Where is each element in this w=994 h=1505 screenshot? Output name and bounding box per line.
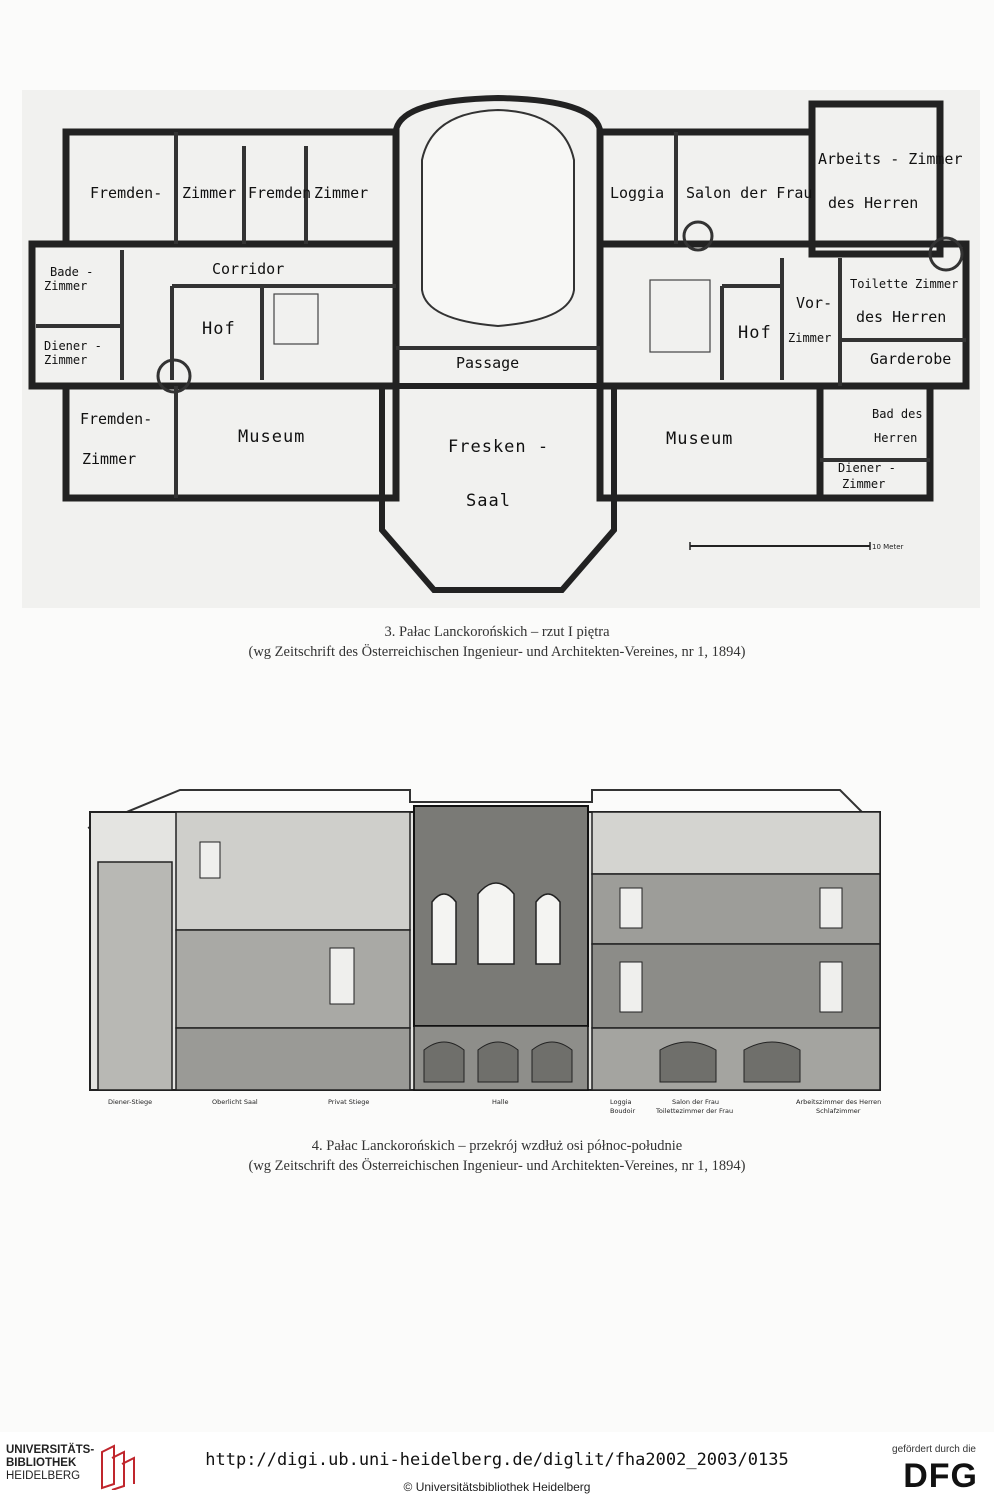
room-label: Loggia [610,184,664,202]
room-label: Passage [456,354,519,372]
plan-wall [379,383,617,593]
library-logo-text: UNIVERSITÄTS- BIBLIOTHEK HEIDELBERG [6,1444,94,1483]
plan-stair-symbol [156,358,192,394]
room-label: des Herren [828,194,918,212]
room-label: Diener - [44,339,102,353]
dfg-logo: DFG [903,1457,978,1495]
room-label: Vor- [796,294,832,312]
floor-plan-figure: Fremden- Zimmer Fremden Zimmer Loggia Sa… [22,90,980,608]
page-footer: UNIVERSITÄTS- BIBLIOTHEK HEIDELBERG http… [0,1432,994,1505]
floor-plan-drawing: Fremden- Zimmer Fremden Zimmer Loggia Sa… [28,94,970,593]
room-label: Fremden- [90,184,162,202]
plan-wall [421,108,575,328]
section-label: Diener-Stiege [108,1098,152,1106]
section-room [175,1027,411,1091]
figure-caption-2: 4. Pałac Lanckorońskich – przekrój wzdłu… [0,1136,994,1176]
caption-2-line-2: (wg Zeitschrift des Österreichischen Ing… [248,1158,746,1174]
section-window [619,887,643,929]
room-label: Bad des [872,407,923,421]
section-window [819,887,843,929]
room-label: Zimmer [44,353,87,367]
plan-stair-symbol [928,236,964,272]
room-label: des Herren [856,308,946,326]
library-name-line-3: HEIDELBERG [6,1470,81,1482]
section-arch [531,1041,573,1083]
room-label: Zimmer [314,184,368,202]
section-arch [423,1041,465,1083]
section-window [819,961,843,1013]
section-label: Schlafzimmer [816,1107,861,1115]
room-label: Garderobe [870,350,951,368]
section-arch [477,1041,519,1083]
section-window [619,961,643,1013]
section-drawing: Diener-Stiege Oberlicht Saal Privat Stie… [87,789,881,1115]
room-label: Zimmer [44,279,87,293]
library-name-line-2: BIBLIOTHEK [6,1457,77,1469]
section-arch [743,1041,801,1083]
room-label: Museum [238,427,305,447]
section-label: Halle [492,1098,508,1106]
section-room [591,1027,881,1091]
section-room [175,929,411,1029]
room-label: Fremden- [80,410,152,428]
room-label: Zimmer [842,477,885,491]
room-label: Arbeits - Zimmer [818,150,963,168]
room-label: Hof [738,323,772,343]
section-label: Salon der Frau [672,1098,719,1106]
section-window [329,947,355,1005]
funding-note: gefördert durch die [892,1444,976,1455]
room-label: Corridor [212,260,284,278]
room-label: Zimmer [82,450,136,468]
section-label: Toilettezimmer der Frau [655,1107,733,1115]
section-label: Loggia [610,1098,632,1106]
plan-stair-symbol [273,293,319,345]
room-label: Bade - [50,265,93,279]
figure-caption-1: 3. Pałac Lanckorońskich – rzut I piętra … [0,622,994,662]
section-label: Privat Stiege [328,1098,369,1106]
caption-2-line-1: 4. Pałac Lanckorońskich – przekrój wzdłu… [311,1138,683,1154]
section-label: Oberlicht Saal [212,1098,258,1106]
room-label: Toilette Zimmer [850,277,958,291]
room-label: Fresken - [448,437,549,457]
caption-1-line-1: 3. Pałac Lanckorońskich – rzut I piętra [384,624,610,640]
section-arch [659,1041,717,1083]
section-window [477,882,515,965]
section-window [535,893,561,965]
scale-label: 10 Meter [872,543,904,551]
room-label: Salon der Frau [686,184,812,202]
room-label: Fremden [248,184,311,202]
room-label: Zimmer [788,331,831,345]
room-label: Diener - [838,461,896,475]
scale-bar: 10 Meter [689,542,904,551]
plan-stair-symbol [682,220,714,252]
library-logo-icon [101,1444,135,1490]
plan-wall [808,100,944,258]
copyright-notice: © Universitätsbibliothek Heidelberg [403,1480,591,1494]
section-window [431,893,457,965]
room-label: Zimmer [182,184,236,202]
room-label: Museum [666,429,733,449]
room-label: Saal [466,491,511,511]
room-label: Hof [202,319,236,339]
section-window [199,841,221,879]
library-name-line-1: UNIVERSITÄTS- [6,1444,95,1456]
section-figure: Diener-Stiege Oberlicht Saal Privat Stie… [80,782,920,1127]
section-label: Boudoir [610,1107,635,1115]
permalink-url[interactable]: http://digi.ub.uni-heidelberg.de/diglit/… [205,1450,789,1470]
plan-wall [62,382,400,502]
plan-wall [816,382,934,502]
room-label: Herren [874,431,917,445]
section-stair [97,861,173,1091]
caption-1-line-2: (wg Zeitschrift des Österreichischen Ing… [248,644,746,660]
plan-wall [393,94,603,389]
plan-stair-symbol [649,279,711,353]
section-label: Arbeitszimmer des Herren [796,1098,881,1106]
section-room [591,811,881,875]
